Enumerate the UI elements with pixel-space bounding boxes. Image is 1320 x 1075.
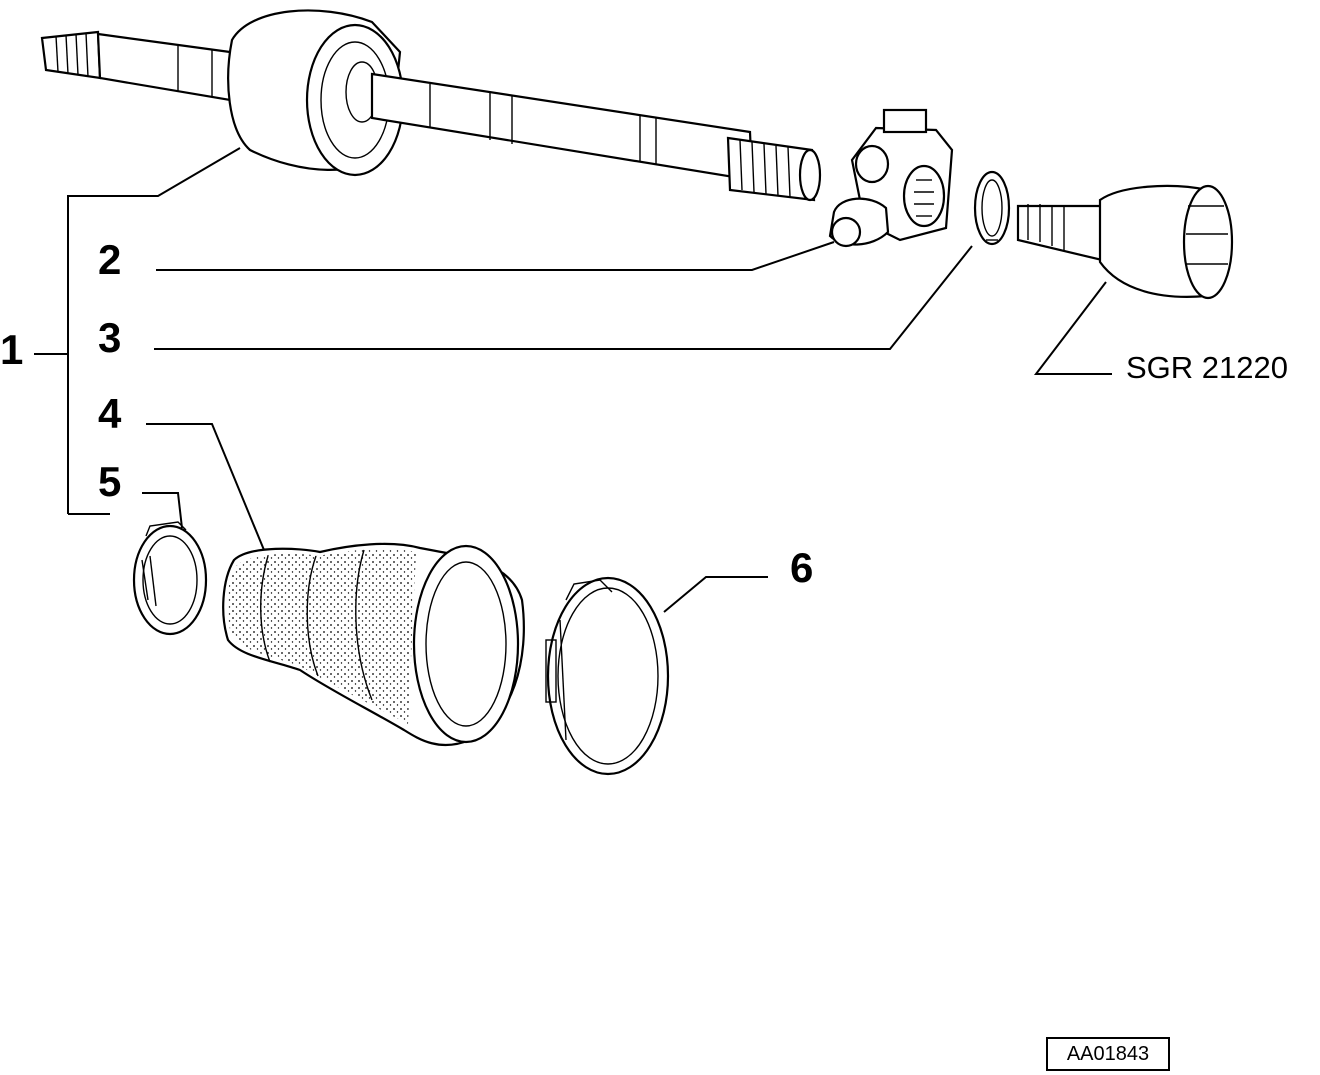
drive-shaft	[40, 9, 822, 202]
tripod-spider	[828, 108, 954, 248]
callout-6: 6	[790, 544, 813, 591]
joint-boot	[222, 542, 525, 747]
circlip	[973, 170, 1011, 246]
callout-4: 4	[98, 390, 122, 437]
large-clamp	[545, 576, 670, 776]
callout-5: 5	[98, 458, 121, 505]
callout-1: 1	[0, 326, 23, 373]
drawing-code-box: AA01843	[1046, 1037, 1170, 1071]
small-clamp	[132, 521, 208, 636]
leader-lines	[34, 147, 1112, 613]
reference-label: SGR 21220	[1126, 350, 1288, 385]
callout-3: 3	[98, 314, 121, 361]
outer-joint	[1016, 184, 1234, 300]
callout-2: 2	[98, 236, 121, 283]
